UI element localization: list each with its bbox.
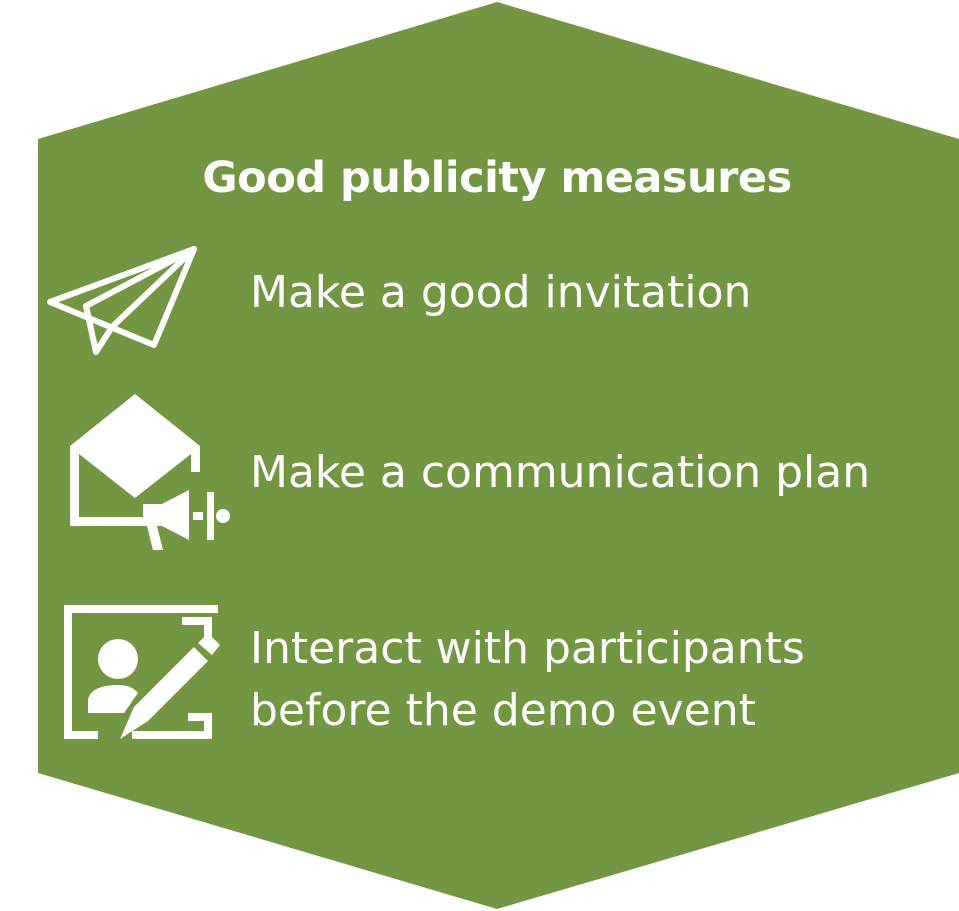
measure-item: Interact with participants before the de… [250, 618, 805, 742]
measure-item-label: before the demo event [250, 685, 756, 736]
panel-title: Good publicity measures [202, 153, 792, 203]
measure-item: Make a good invitation [250, 262, 751, 324]
measure-item-label: Interact with participants [250, 623, 805, 674]
paper-plane-icon [47, 246, 197, 355]
presentation-pencil-icon [64, 605, 220, 739]
measure-item-label: Make a good invitation [250, 267, 752, 318]
measure-item-label: Make a communication plan [250, 447, 871, 498]
envelope-megaphone-icon [70, 394, 230, 550]
measure-item: Make a communication plan [250, 442, 870, 504]
